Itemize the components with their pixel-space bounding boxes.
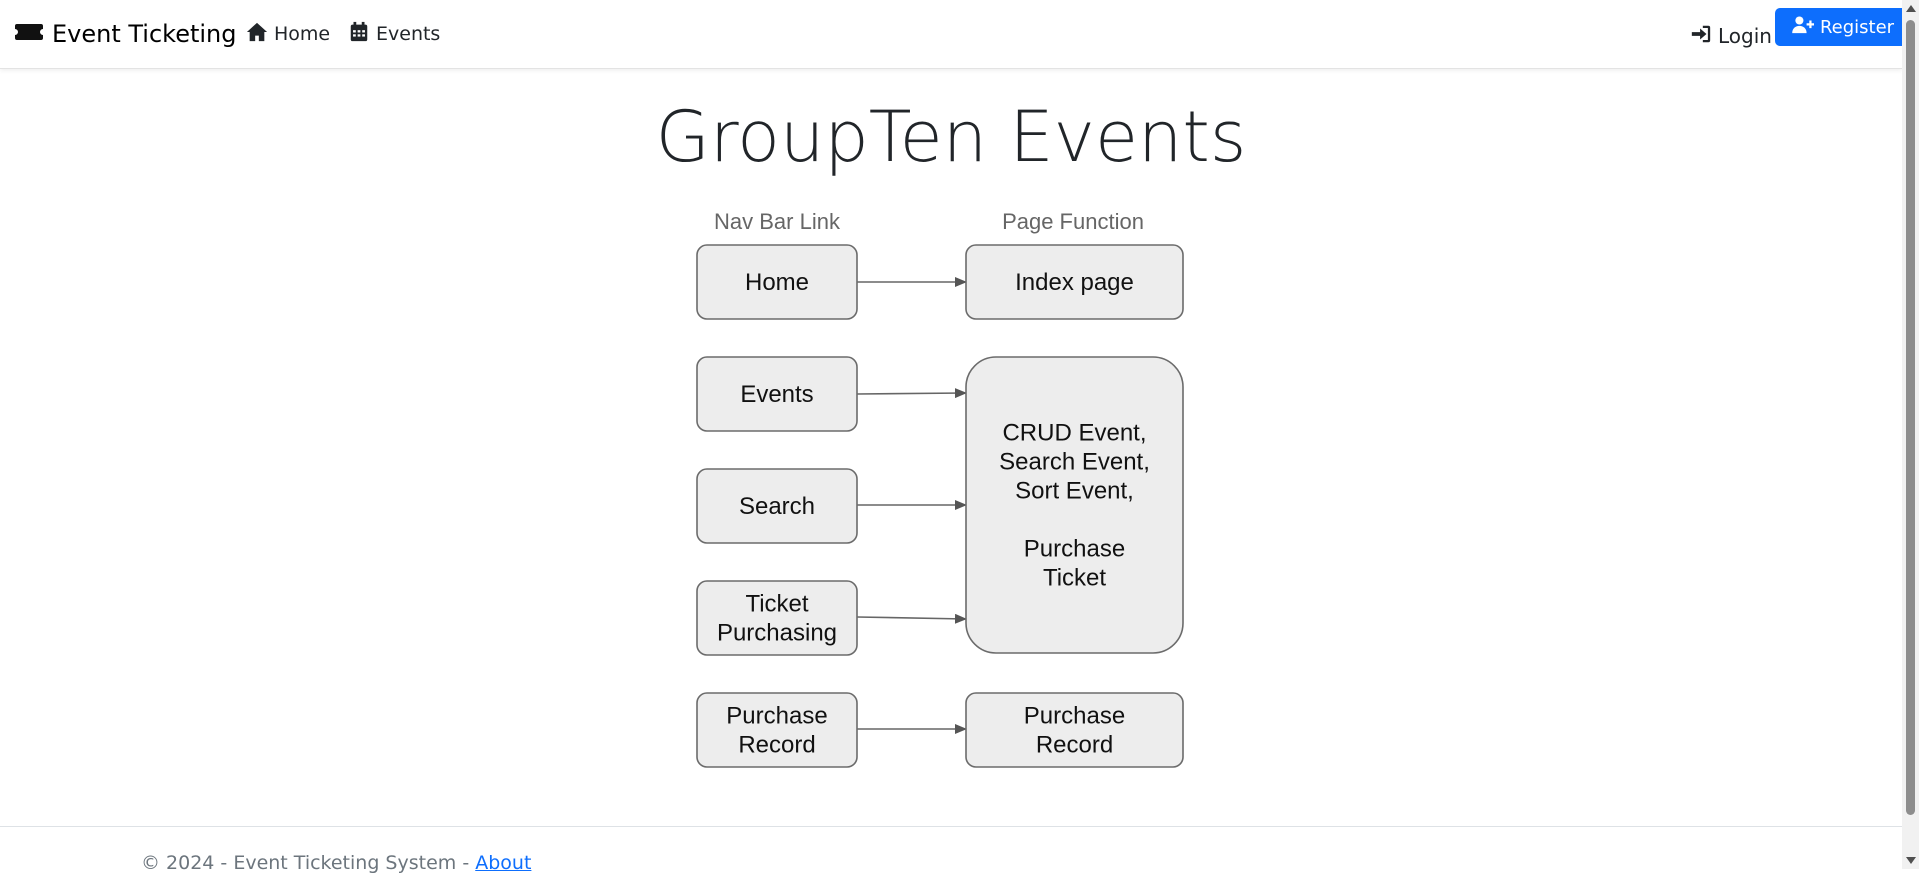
- nav-link-box-search-shape: [696, 468, 858, 544]
- function-box-crud-event-label: Ticket: [1043, 565, 1106, 592]
- function-box-crud-event-label: CRUD Event,: [1002, 420, 1146, 447]
- nav-link-box-search: Search: [696, 468, 858, 544]
- function-box-purchase-record-shape: [965, 692, 1184, 768]
- nav-link-box-ticket-purchasing-shape: [696, 580, 858, 656]
- nav-link-box-home-label: Home: [745, 269, 809, 296]
- connector-arrows: [856, 277, 967, 734]
- nav-link-box-search-label: Search: [739, 493, 815, 520]
- scroll-down-arrow-icon[interactable]: [1902, 852, 1919, 869]
- nav-link-box-purchase-record-label: Record: [738, 732, 815, 759]
- footer: © 2024 - Event Ticketing System - About: [141, 852, 531, 874]
- footer-about-link[interactable]: About: [475, 852, 532, 874]
- nav-events-link[interactable]: Events: [348, 20, 440, 48]
- page-title: GroupTen Events: [655, 96, 1247, 178]
- nav-link-box-events: Events: [696, 356, 858, 432]
- nav-link-box-home: Home: [696, 244, 858, 320]
- diagram-header-left: Nav Bar Link: [714, 209, 841, 234]
- top-navbar: Event Ticketing Home Events: [0, 0, 1911, 69]
- nav-home-label: Home: [274, 23, 331, 45]
- function-box-crud-event-label: Search Event,: [999, 449, 1150, 476]
- scroll-thumb[interactable]: [1906, 20, 1915, 815]
- scroll-up-arrow-icon[interactable]: [1902, 0, 1919, 17]
- calendar-icon: [348, 21, 370, 48]
- home-icon: [246, 21, 268, 48]
- nav-link-box-home-shape: [696, 244, 858, 320]
- function-box-crud-event-label: Purchase: [1024, 536, 1125, 563]
- nav-link-box-purchase-record-shape: [696, 692, 858, 768]
- login-link[interactable]: Login: [1690, 22, 1772, 50]
- diagram-header-right: Page Function: [1002, 209, 1144, 234]
- function-box-index-page-shape: [965, 244, 1184, 320]
- nav-events-label: Events: [376, 23, 441, 45]
- function-box-crud-event-shape: [965, 356, 1184, 654]
- nav-link-box-events-label: Events: [740, 381, 813, 408]
- register-button[interactable]: Register: [1775, 8, 1911, 46]
- sign-in-icon: [1690, 23, 1712, 50]
- function-box-crud-event-label: Sort Event,: [1015, 478, 1134, 505]
- nav-link-box-ticket-purchasing-label: Ticket: [745, 591, 808, 618]
- arrow-ticket-crud: [856, 613, 967, 624]
- nav-home-link[interactable]: Home: [246, 20, 330, 48]
- brand-link[interactable]: Event Ticketing: [14, 18, 237, 50]
- footer-divider: [0, 826, 1902, 827]
- function-box-purchase-record-label: Record: [1036, 732, 1113, 759]
- function-box-index-page: Index page: [965, 244, 1184, 320]
- brand-label: Event Ticketing: [52, 20, 237, 48]
- nav-link-box-ticket-purchasing-label: Purchasing: [717, 620, 837, 647]
- user-plus-icon: [1792, 15, 1815, 39]
- arrow-events-crud: [856, 388, 967, 399]
- login-label: Login: [1718, 24, 1772, 48]
- function-box-purchase-record-label: Purchase: [1024, 703, 1125, 730]
- footer-copyright: © 2024 - Event Ticketing System -: [141, 852, 470, 874]
- navigation-diagram: Nav Bar Link Page Function HomeEventsSea…: [696, 209, 1184, 768]
- ticket-icon: [14, 20, 44, 48]
- function-box-crud-event: CRUD Event,Search Event,Sort Event, Purch…: [965, 356, 1184, 654]
- page-scrollbar[interactable]: [1902, 0, 1919, 869]
- nav-link-box-purchase-record-label: Purchase: [726, 703, 827, 730]
- nav-link-box-events-shape: [696, 356, 858, 432]
- register-label: Register: [1819, 16, 1895, 38]
- function-box-index-page-label: Index page: [1015, 269, 1134, 296]
